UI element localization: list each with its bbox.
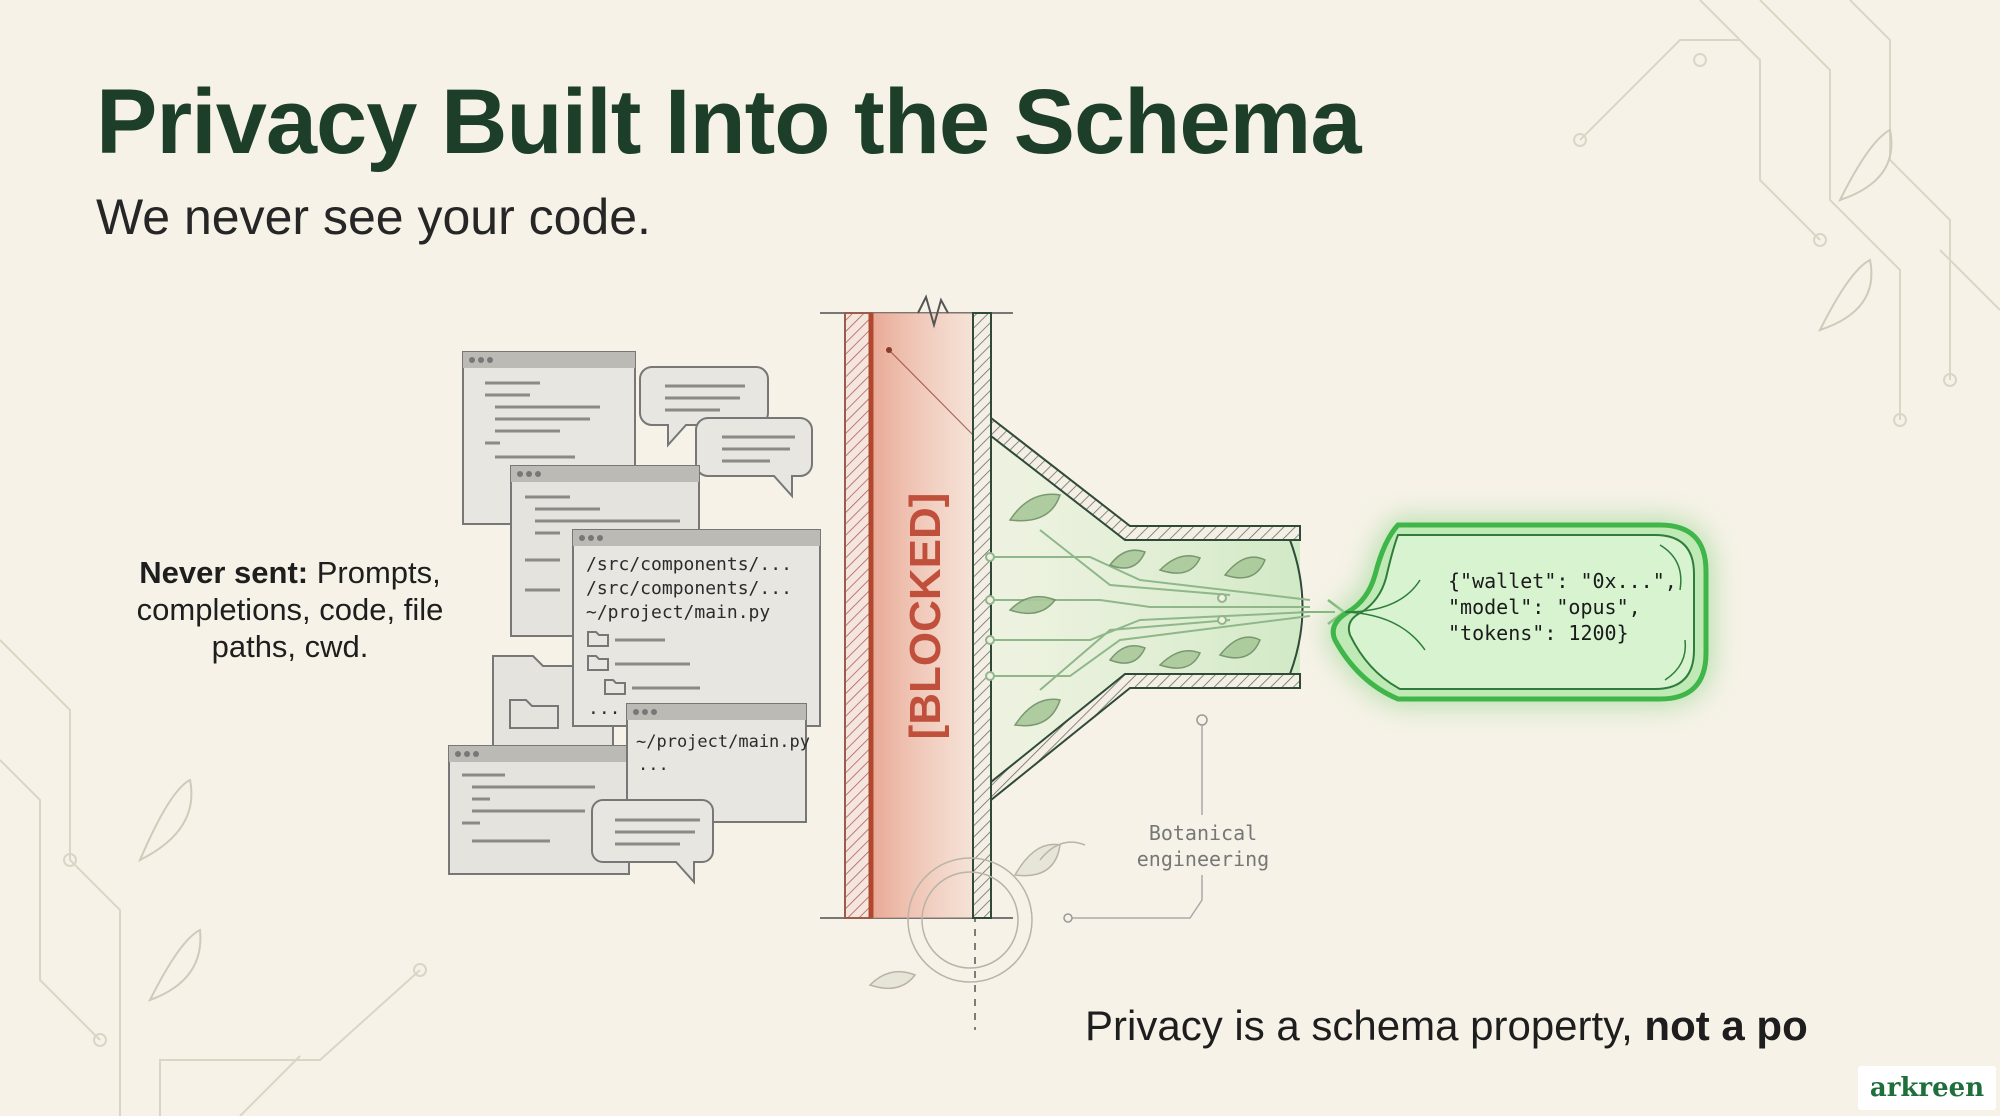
privacy-funnel [972, 312, 1347, 919]
never-sent-items: Prompts, completions, code, file paths, … [136, 555, 444, 664]
blocked-wall: [BLOCKED] [820, 294, 1013, 1030]
small-window-path: ~/project/main.py [636, 732, 810, 752]
json-line: {"wallet": "0x...", [1448, 569, 1677, 593]
never-sent-caption: Never sent: Prompts, completions, code, … [110, 554, 470, 665]
circuit-decoration-top-right [1573, 0, 2000, 427]
schema-property-note: Privacy is a schema property, not a po [1085, 1002, 1808, 1050]
ellipsis-text: ... [588, 698, 621, 719]
slide-subtitle: We never see your code. [96, 189, 651, 245]
annotation-line-1: Botanical [1149, 821, 1257, 845]
file-path-line: /src/components/... [586, 578, 792, 599]
botanical-circle-decoration [868, 841, 1086, 990]
file-path-line: /src/components/... [586, 554, 792, 575]
file-path-line: ~/project/main.py [586, 602, 770, 623]
schema-note-regular: Privacy is a schema property, [1085, 1002, 1645, 1049]
chat-bubble-icon [695, 417, 813, 499]
output-json-bubble: {"wallet": "0x...", "model": "opus", "to… [1330, 522, 1709, 702]
folder-icon [587, 631, 626, 695]
brand-logo: arkreen [1858, 1066, 1996, 1110]
leaf-icon [138, 128, 1893, 1002]
annotation-callout: Botanical engineering [1063, 714, 1269, 923]
schema-note-bold: not a po [1644, 1002, 1808, 1049]
chat-bubble-icon [591, 799, 714, 885]
circuit-decoration-bottom-left [0, 639, 427, 1116]
json-line: "tokens": 1200} [1448, 621, 1629, 645]
ellipsis-text: ... [638, 755, 669, 775]
slide-title: Privacy Built Into the Schema [96, 71, 1361, 173]
blocked-label: [BLOCKED] [901, 493, 950, 740]
never-sent-label: Never sent: [139, 555, 309, 590]
file-path-window: /src/components/... /src/components/... … [572, 529, 821, 727]
annotation-line-2: engineering [1137, 847, 1269, 871]
leaf-icon [1008, 493, 1266, 727]
json-line: "model": "opus", [1448, 595, 1641, 619]
flow-nodes [985, 552, 1227, 681]
chat-bubble-icon [639, 366, 769, 448]
